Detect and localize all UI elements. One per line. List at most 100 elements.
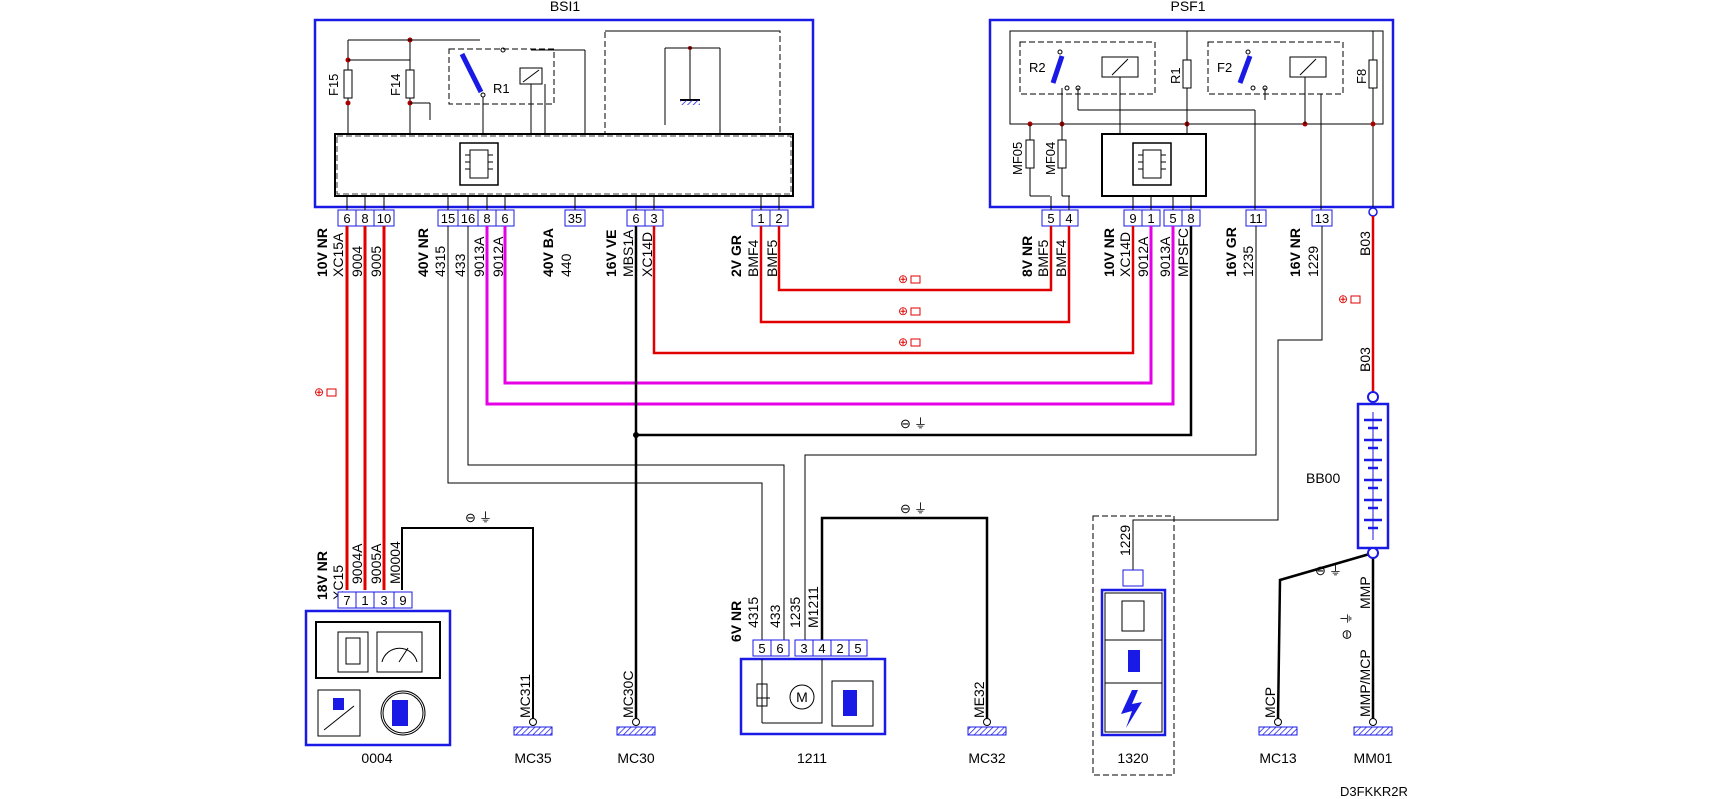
svg-text:8: 8 [361, 211, 368, 226]
bsi-pins: 6 8 10 15 16 8 6 35 6 3 1 2 [337, 209, 789, 227]
svg-text:B03: B03 [1357, 231, 1373, 256]
svg-text:7: 7 [343, 593, 350, 608]
svg-text:⊕: ⊕ [314, 385, 324, 399]
bsi1-module: BSI1 F15 F14 R1 [313, 0, 815, 227]
svg-text:⏚: ⏚ [1339, 612, 1354, 625]
fuse-mf05: MF05 [1010, 124, 1035, 196]
svg-text:⊕: ⊕ [898, 304, 908, 318]
svg-text:15: 15 [441, 211, 455, 226]
svg-text:⊖: ⊖ [900, 416, 911, 431]
psf-pins: 5 4 9 1 5 8 11 13 [1041, 209, 1333, 227]
svg-text:8V NR: 8V NR [1019, 236, 1035, 277]
svg-text:440: 440 [558, 253, 574, 277]
svg-text:6: 6 [632, 211, 639, 226]
svg-text:⊖: ⊖ [1315, 563, 1326, 578]
svg-text:0004: 0004 [361, 750, 392, 766]
svg-text:XC15A: XC15A [330, 232, 346, 277]
svg-text:B03: B03 [1357, 347, 1373, 372]
psf-chip-icon [1132, 142, 1172, 186]
svg-text:XC15: XC15 [330, 565, 346, 600]
svg-text:11: 11 [1249, 211, 1263, 226]
svg-text:⊖: ⊖ [900, 501, 911, 516]
svg-text:MC30: MC30 [617, 750, 655, 766]
svg-text:MC30C: MC30C [620, 671, 636, 718]
battery-bb00: BB00 MMP MMP/MCP [1306, 391, 1390, 717]
svg-text:35: 35 [568, 211, 582, 226]
svg-text:BMF5: BMF5 [1035, 239, 1051, 277]
svg-text:BMF4: BMF4 [745, 239, 761, 277]
svg-text:BMF5: BMF5 [764, 239, 780, 277]
ground-mc35: MC311 MC35 [513, 674, 553, 766]
relay-r1: R1 [448, 47, 585, 133]
svg-text:MCP: MCP [1262, 687, 1278, 718]
svg-text:40V NR: 40V NR [415, 228, 431, 277]
diagram-code: D3FKKR2R [1340, 784, 1408, 799]
svg-text:9004A: 9004A [349, 543, 365, 584]
svg-text:4: 4 [818, 641, 825, 656]
svg-text:5: 5 [758, 641, 765, 656]
svg-text:MC35: MC35 [514, 750, 552, 766]
fuse-mf04: MF04 [1043, 124, 1067, 196]
svg-text:XC14D: XC14D [1117, 232, 1133, 277]
psf1-module: PSF1 R2 R1 F2 [988, 0, 1395, 227]
svg-text:MMP: MMP [1357, 576, 1373, 609]
relay-r1-psf: F2 [1207, 41, 1344, 95]
ground-mm01: MM01 [1353, 718, 1393, 766]
svg-text:BMF4: BMF4 [1053, 239, 1069, 277]
svg-text:⏚: ⏚ [479, 510, 492, 525]
svg-text:BB00: BB00 [1306, 470, 1340, 486]
svg-text:⊖: ⊖ [1339, 629, 1354, 640]
svg-text:5: 5 [854, 641, 861, 656]
svg-text:1229: 1229 [1117, 525, 1133, 556]
fuse-f2: R1 [1168, 31, 1192, 110]
svg-text:10: 10 [377, 211, 391, 226]
svg-text:1235: 1235 [1240, 246, 1256, 277]
svg-text:433: 433 [767, 604, 783, 628]
svg-text:2V GR: 2V GR [728, 235, 744, 277]
svg-text:6: 6 [501, 211, 508, 226]
svg-text:F15: F15 [326, 74, 341, 96]
svg-text:⏚: ⏚ [914, 416, 927, 431]
svg-text:F14: F14 [388, 74, 403, 96]
svg-text:1: 1 [757, 211, 764, 226]
svg-text:M: M [796, 689, 808, 705]
svg-text:M1211: M1211 [805, 586, 821, 628]
svg-text:MMP/MCP: MMP/MCP [1357, 649, 1373, 717]
svg-text:8: 8 [483, 211, 490, 226]
svg-text:8: 8 [1187, 211, 1194, 226]
svg-text:F2: F2 [1217, 60, 1232, 75]
fuse-f15: F15 [326, 40, 353, 133]
ground-mc30: MC30C MC30 [616, 671, 656, 766]
bsi1-title: BSI1 [550, 0, 581, 14]
svg-text:5: 5 [1169, 211, 1176, 226]
svg-text:R1: R1 [493, 81, 510, 96]
svg-text:F8: F8 [1354, 69, 1369, 84]
svg-text:9005A: 9005A [368, 543, 384, 584]
svg-text:1: 1 [361, 593, 368, 608]
svg-text:1211: 1211 [797, 750, 827, 766]
svg-text:10V NR: 10V NR [1101, 228, 1117, 277]
svg-text:MC13: MC13 [1259, 750, 1297, 766]
svg-text:MF05: MF05 [1010, 142, 1025, 175]
fuse-f14: F14 [388, 37, 415, 133]
svg-text:MF04: MF04 [1043, 142, 1058, 175]
svg-text:6: 6 [343, 211, 350, 226]
fuse-f8: F8 [1354, 31, 1378, 210]
psf1-title: PSF1 [1170, 0, 1205, 14]
svg-text:9005: 9005 [368, 246, 384, 277]
svg-text:4315: 4315 [432, 246, 448, 277]
svg-text:16V NR: 16V NR [1287, 228, 1303, 277]
svg-text:16V GR: 16V GR [1223, 227, 1239, 277]
svg-text:2: 2 [775, 211, 782, 226]
svg-text:9: 9 [399, 593, 406, 608]
svg-text:3: 3 [380, 593, 387, 608]
svg-text:433: 433 [452, 253, 468, 277]
svg-text:4315: 4315 [745, 597, 761, 628]
svg-text:5: 5 [1047, 211, 1054, 226]
svg-text:6: 6 [776, 641, 783, 656]
svg-text:⏚: ⏚ [1329, 563, 1342, 578]
component-1320: 1229 1320 [1092, 515, 1175, 776]
svg-text:⊕: ⊕ [898, 335, 908, 349]
component-0004: 18V NR XC15 9004A 9005A M0004 7 1 3 9 00… [304, 541, 452, 766]
component-1211: 6V NR 4315 433 1235 M1211 5 6 3 4 2 5 M … [728, 586, 887, 766]
